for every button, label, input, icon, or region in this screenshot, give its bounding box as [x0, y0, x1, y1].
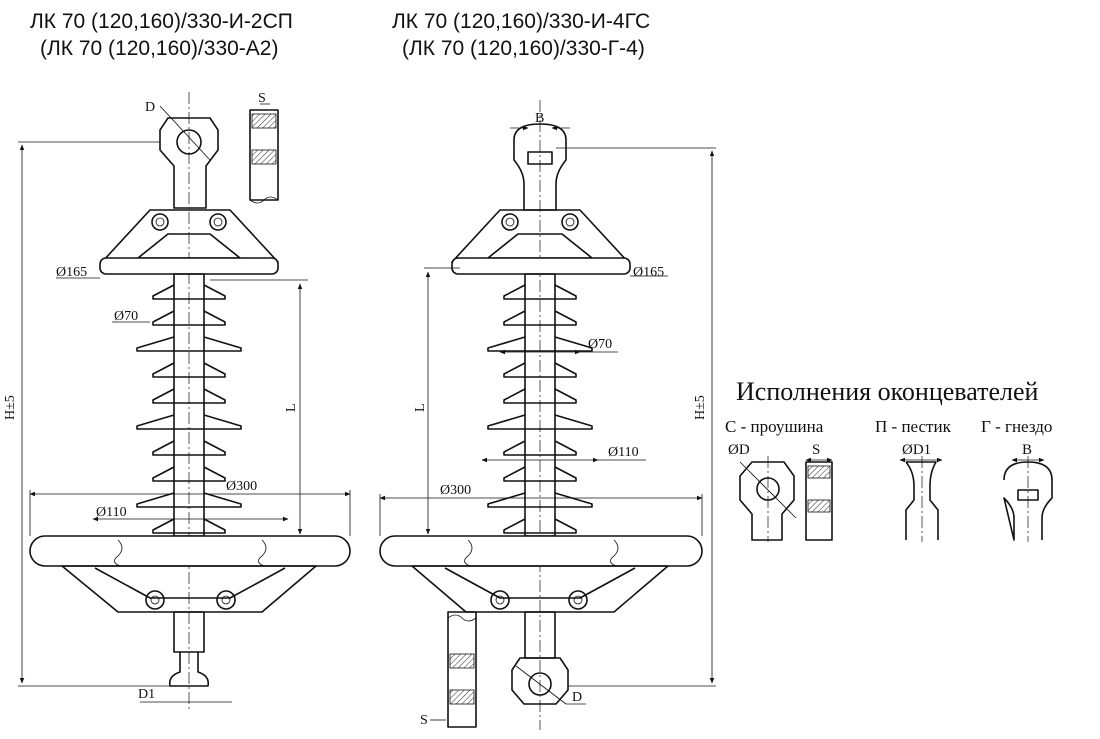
shed [503, 310, 577, 326]
right-insulator [379, 100, 716, 730]
shed [152, 466, 226, 482]
right-dim-d110: Ø110 [608, 445, 639, 460]
legend-g-label: Г - гнездо [981, 417, 1052, 436]
left-title-line2: (ЛК 70 (120,160)/330-А2) [40, 37, 278, 60]
right-dim-l: L [413, 403, 428, 412]
shed [503, 466, 577, 482]
shed [152, 518, 226, 534]
shed [152, 310, 226, 326]
left-dim-h: H±5 [3, 395, 18, 420]
right-dim-d165: Ø165 [633, 265, 664, 280]
left-dim-d70: Ø70 [114, 309, 138, 324]
left-dim-d110: Ø110 [96, 505, 127, 520]
legend-pin-fitting [899, 456, 943, 542]
left-dim-d300: Ø300 [226, 479, 257, 494]
shed [503, 388, 577, 404]
left-title-line1: ЛК 70 (120,160)/330-И-2СП [30, 10, 293, 33]
shed [487, 492, 593, 508]
shed [503, 440, 577, 456]
shed [152, 440, 226, 456]
legend-eye-section [805, 457, 833, 541]
shed [503, 518, 577, 534]
shed [152, 362, 226, 378]
left-dim-d: D [145, 100, 155, 115]
legend-dim-d1: ØD1 [902, 442, 931, 458]
right-dim-d70: Ø70 [588, 337, 612, 352]
right-title-line2: (ЛК 70 (120,160)/330-Г-4) [402, 37, 645, 60]
shed [136, 492, 242, 508]
legend-socket-fitting [1003, 456, 1053, 542]
legend-title: Исполнения оконцевателей [736, 377, 1039, 406]
legend-c-label: С - проушина [725, 417, 824, 436]
left-dim-s: S [258, 91, 266, 106]
legend-p-label: П - пестик [875, 417, 952, 436]
right-dim-h: H±5 [693, 395, 708, 420]
shed [503, 284, 577, 300]
shed [487, 414, 593, 430]
right-dim-d: D [572, 690, 582, 705]
right-dim-b: B [535, 111, 544, 126]
shed [136, 336, 242, 352]
shed [152, 284, 226, 300]
legend-eye-fitting [739, 456, 797, 542]
right-title-line1: ЛК 70 (120,160)/330-И-4ГС [392, 10, 650, 33]
legend-dim-s: S [812, 442, 820, 458]
left-insulator [18, 92, 351, 712]
legend-dim-d: ØD [728, 442, 750, 458]
left-dim-d165: Ø165 [56, 265, 87, 280]
left-dim-l: L [284, 403, 299, 412]
legend-dim-b: B [1022, 442, 1032, 458]
shed [152, 388, 226, 404]
left-dim-d1: D1 [138, 687, 155, 702]
right-dim-d300: Ø300 [440, 483, 471, 498]
right-dim-s: S [420, 713, 428, 728]
shed [136, 414, 242, 430]
shed [503, 362, 577, 378]
